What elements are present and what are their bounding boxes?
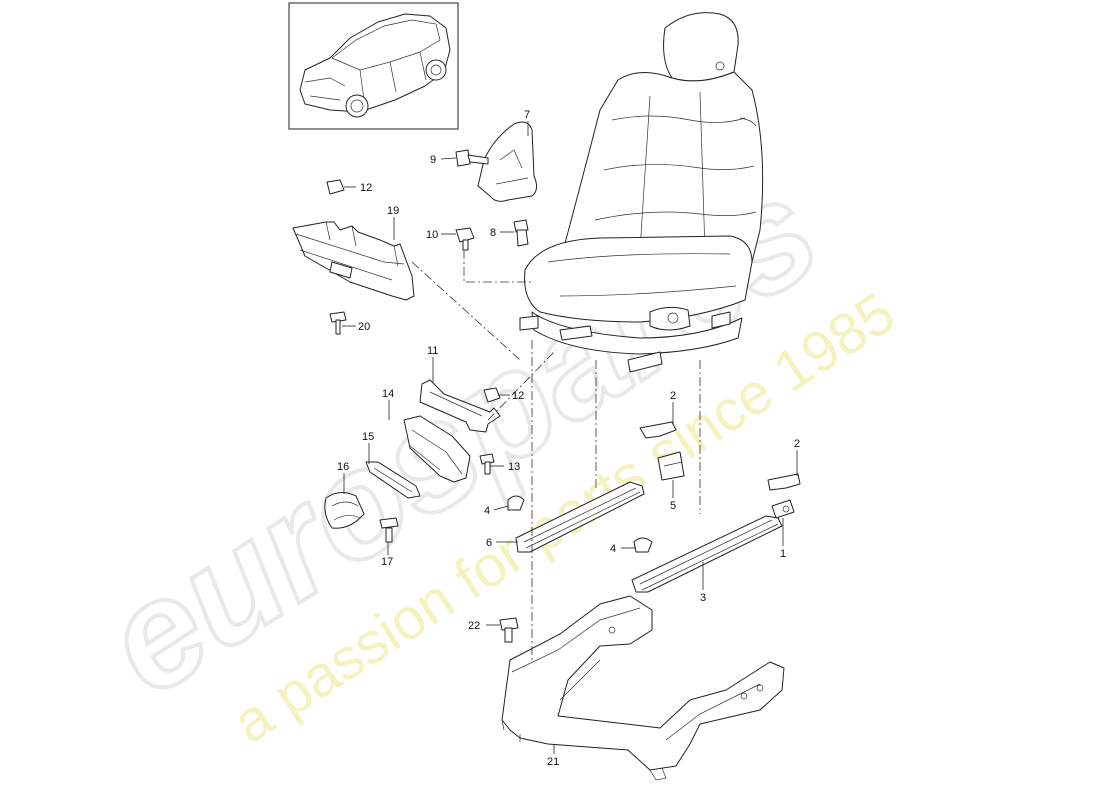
part-8-clip [513, 219, 529, 247]
part-21-seat-frame [501, 595, 785, 781]
part-1-clip [771, 499, 795, 519]
callout-20: 20 [358, 321, 370, 333]
callout-2-left: 2 [670, 390, 676, 402]
callout-6: 6 [486, 537, 492, 549]
part-19-bracket [292, 221, 415, 301]
leader-lines [342, 121, 798, 754]
seat-assembly [519, 12, 764, 373]
callout-10: 10 [426, 229, 438, 241]
part-2-end-piece-right [767, 473, 801, 491]
callout-15: 15 [362, 431, 374, 443]
part-22-bolt [499, 617, 519, 643]
callout-12-upper: 12 [360, 182, 372, 194]
part-11-bracket [419, 379, 501, 433]
part-17-screw [379, 517, 399, 543]
callout-22: 22 [468, 620, 480, 632]
part-4-cap-lower [633, 537, 653, 553]
part-16-strap [324, 492, 365, 529]
callout-7: 7 [524, 109, 530, 121]
callout-19: 19 [387, 205, 399, 217]
callout-1: 1 [780, 548, 786, 560]
part-6-rail-cover [515, 481, 645, 553]
callout-4-upper: 4 [484, 505, 490, 517]
part-15-trim [365, 461, 421, 499]
callout-14: 14 [382, 388, 394, 400]
part-7-cover [477, 121, 538, 202]
callout-4-lower: 4 [610, 543, 616, 555]
part-4-cap-upper [507, 495, 525, 511]
part-13-screw [479, 453, 495, 475]
callout-3: 3 [700, 592, 706, 604]
part-20-screw [329, 311, 347, 335]
part-10-screw [455, 227, 475, 251]
part-14-cover [403, 415, 471, 483]
callout-2-right: 2 [794, 438, 800, 450]
part-3-rail-cover [631, 515, 783, 593]
callout-21: 21 [547, 756, 559, 768]
callout-13: 13 [508, 461, 520, 473]
callout-12-lower: 12 [512, 390, 524, 402]
callout-17: 17 [381, 556, 393, 568]
callout-5: 5 [670, 500, 676, 512]
callout-8: 8 [490, 227, 496, 239]
part-12-clip-upper [326, 179, 345, 195]
callout-9: 9 [430, 154, 436, 166]
vehicle-thumbnail [288, 2, 459, 130]
part-9-screw [455, 149, 489, 167]
part-2-end-piece-left [639, 421, 677, 439]
centre-lines [411, 250, 701, 660]
callout-11: 11 [427, 345, 438, 357]
callout-16: 16 [337, 461, 349, 473]
part-5-clip [657, 451, 685, 481]
callout-labels: 7 9 12 19 10 8 20 11 12 14 15 13 16 17 2… [337, 109, 800, 768]
part-12-clip-lower [483, 387, 501, 403]
